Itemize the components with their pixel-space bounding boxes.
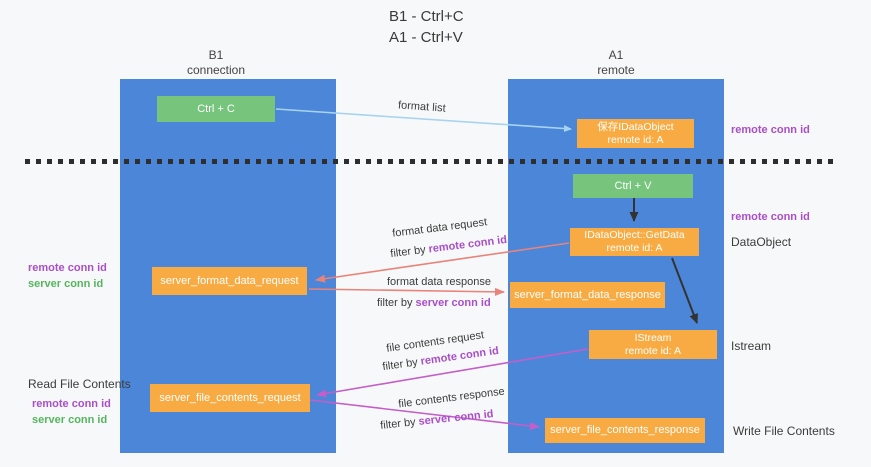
- title-line-1: B1 - Ctrl+C: [389, 8, 464, 25]
- node-server-format-data-response-label: server_format_data_response: [514, 288, 661, 301]
- node-istream-line1: IStream: [634, 331, 672, 344]
- filter-by-text: filter by: [379, 416, 417, 432]
- edge-label-format-list: format list: [397, 99, 447, 115]
- node-save-idataobject-line2: remote id: A: [607, 133, 664, 146]
- diagram-title: B1 - Ctrl+C A1 - Ctrl+V: [389, 6, 464, 48]
- label-write-file-contents: Write File Contents: [733, 424, 835, 438]
- label-istream: Istream: [731, 339, 772, 353]
- label-read-file-contents: Read File Contents: [28, 377, 131, 391]
- node-ctrl-v: Ctrl + V: [573, 174, 693, 198]
- lane-b1-name: B1: [208, 48, 224, 62]
- label-left-bottom-remote-conn-id: remote conn id: [32, 398, 111, 410]
- node-server-file-contents-response: server_file_contents_response: [545, 418, 705, 443]
- node-istream: IStream remote id: A: [589, 330, 717, 359]
- node-idataobject-getdata: IDataObject::GetData remote id: A: [570, 228, 699, 256]
- lane-header-a1: A1 remote: [540, 48, 692, 78]
- edge-label-format-data-request: format data request: [391, 216, 488, 240]
- edge-label-file-contents-response: file contents response: [397, 385, 506, 411]
- server-conn-id-text: server conn id: [415, 297, 491, 309]
- label-left-remote-conn-id: remote conn id: [28, 262, 107, 274]
- filter-by-text: filter by: [389, 243, 427, 261]
- edge-label-format-data-response: format data response: [387, 276, 491, 288]
- lane-header-b1: B1 connection: [140, 48, 292, 78]
- node-ctrl-c-label: Ctrl + C: [197, 102, 235, 115]
- node-idataobject-getdata-line1: IDataObject::GetData: [584, 229, 685, 241]
- node-ctrl-v-label: Ctrl + V: [614, 179, 652, 192]
- label-left-server-conn-id: server conn id: [28, 278, 104, 290]
- node-server-file-contents-request: server_file_contents_request: [150, 384, 310, 412]
- label-dataobject: DataObject: [731, 235, 792, 249]
- title-line-2: A1 - Ctrl+V: [389, 29, 463, 46]
- node-ctrl-c: Ctrl + C: [157, 96, 275, 122]
- arrow-format-data-response: [308, 287, 505, 296]
- lane-a1-role: remote: [597, 63, 635, 77]
- filter-by-text: filter by: [377, 297, 413, 309]
- node-istream-line2: remote id: A: [624, 344, 682, 357]
- filter-by-text: filter by: [381, 356, 419, 374]
- session-divider-dashed-line: [25, 159, 833, 164]
- lane-a1-name: A1: [608, 48, 624, 62]
- node-server-file-contents-request-label: server_file_contents_request: [159, 391, 301, 404]
- remote-conn-id-text: remote conn id: [427, 233, 508, 256]
- label-left-bottom-server-conn-id: server conn id: [32, 414, 108, 426]
- node-save-idataobject: 保存IDataObject remote id: A: [577, 119, 694, 148]
- label-right-remote-conn-id-mid: remote conn id: [731, 211, 810, 223]
- node-server-file-contents-response-label: server_file_contents_response: [550, 424, 700, 436]
- lane-b1-role: connection: [186, 63, 246, 77]
- node-server-format-data-response: server_format_data_response: [510, 282, 665, 308]
- label-right-remote-conn-id-top: remote conn id: [731, 124, 810, 136]
- node-idataobject-getdata-line2: remote id: A: [606, 242, 663, 254]
- server-conn-id-text: server conn id: [417, 408, 494, 428]
- node-server-format-data-request-label: server_format_data_request: [160, 274, 299, 287]
- node-server-format-data-request: server_format_data_request: [152, 267, 307, 295]
- node-save-idataobject-line1: 保存IDataObject: [597, 120, 674, 133]
